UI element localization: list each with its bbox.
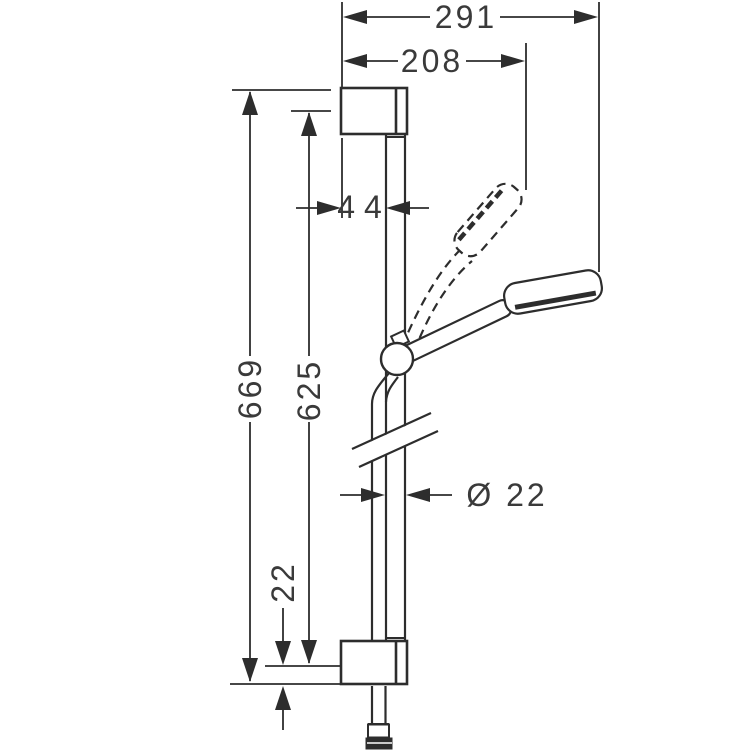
dimension-625 [301, 112, 317, 664]
dimension-208 [343, 54, 525, 68]
hose-connector [365, 686, 393, 750]
bracket-offset-label: 44 [337, 189, 391, 225]
shower-hose [370, 372, 399, 641]
bar-break-symbol [351, 411, 439, 469]
top-wall-bracket [339, 86, 409, 138]
dimension-291 [343, 10, 598, 24]
bar-width-label: 208 [401, 43, 463, 79]
hand-shower-raised-dashed [400, 182, 523, 353]
total-width-label: 291 [435, 0, 497, 35]
dashed-handle-edge [400, 249, 461, 347]
dashed-handle-edge [412, 260, 473, 353]
hand-shower-solid [379, 269, 603, 377]
dimension-22 [275, 608, 291, 730]
dimension-44 [296, 201, 429, 215]
bottom-spacing-label: 22 [265, 561, 301, 603]
dashed-shower-head [453, 182, 523, 258]
shower-handle [399, 299, 513, 363]
dimension-669 [242, 91, 258, 682]
dimension-annotations [230, 2, 600, 730]
dimension-diameter-22 [340, 488, 452, 502]
spray-face-edge [514, 290, 597, 310]
dimension-labels: 291 208 44 669 625 22 Ø 22 [232, 0, 547, 603]
extension-lines [230, 2, 600, 685]
total-height-label: 669 [232, 357, 268, 419]
shower-head [503, 269, 603, 315]
wall-bar [384, 134, 407, 641]
shower-rail-set [339, 86, 603, 750]
bar-height-label: 625 [291, 359, 327, 421]
slider-ball-joint [379, 341, 415, 377]
bar-diameter-label: Ø 22 [466, 477, 547, 513]
bottom-wall-bracket [339, 637, 409, 686]
